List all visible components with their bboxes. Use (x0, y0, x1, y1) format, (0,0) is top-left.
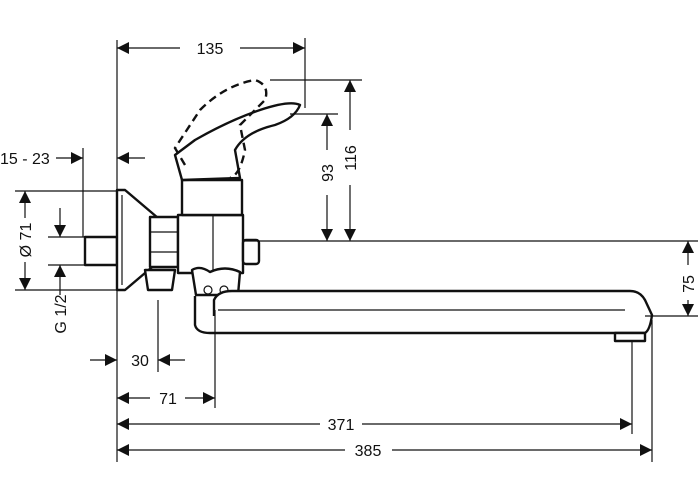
dim-75-label: 75 (681, 275, 698, 293)
dim-g12-label: G 1/2 (53, 294, 70, 333)
dim-135-label: 135 (197, 41, 224, 58)
dim-30-label: 30 (131, 353, 149, 370)
dim-371-label: 371 (328, 417, 355, 434)
dim-15-23-label: 15 - 23 (0, 151, 50, 168)
dim-diameter-71-label: Ø 71 (18, 223, 35, 258)
dim-385-label: 385 (355, 443, 382, 460)
faucet-body (83, 78, 654, 343)
dimension-lines (19, 42, 694, 456)
dim-116-label: 116 (343, 145, 360, 171)
dim-71-label: 71 (159, 391, 177, 408)
dim-93-label: 93 (320, 164, 337, 182)
extension-lines (15, 38, 698, 462)
